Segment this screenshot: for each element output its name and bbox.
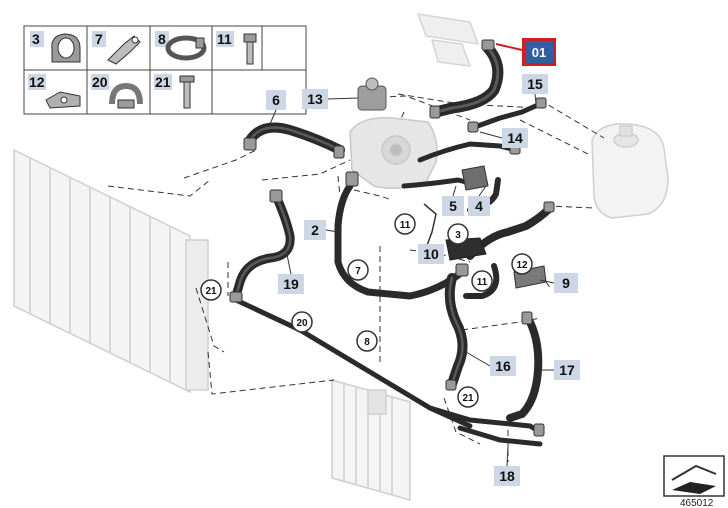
svg-text:8: 8 <box>364 337 370 348</box>
svg-text:5: 5 <box>449 198 457 214</box>
radiator-aux <box>331 379 411 501</box>
callout-2: 2 <box>304 220 326 240</box>
water-pump-ghost <box>349 117 438 189</box>
svg-text:20: 20 <box>296 318 308 329</box>
square-callouts: 13 6 15 14 5 4 2 10 9 19 16 17 18 <box>266 74 580 486</box>
svg-text:11: 11 <box>477 277 488 288</box>
svg-text:12: 12 <box>516 260 528 271</box>
callout-13: 13 <box>302 89 328 109</box>
upper-ghost-pipe <box>416 13 480 67</box>
callout-10: 10 <box>418 244 444 264</box>
callout-16: 16 <box>490 356 516 376</box>
callout-9: 9 <box>554 273 578 293</box>
circle-callout-8: 8 <box>356 330 378 352</box>
expansion-tank <box>591 123 669 219</box>
svg-text:14: 14 <box>507 130 523 146</box>
callout-5: 5 <box>442 196 464 216</box>
svg-text:21: 21 <box>462 393 474 404</box>
circle-callout-20: 20 <box>291 311 313 333</box>
callout-14: 14 <box>502 128 528 148</box>
circle-callout-11b: 11 <box>471 270 493 292</box>
svg-text:13: 13 <box>307 91 323 107</box>
bracket-10 <box>423 203 437 249</box>
svg-text:2: 2 <box>311 222 319 238</box>
circle-callout-12: 12 <box>511 253 533 275</box>
circle-callout-11a: 11 <box>394 213 416 235</box>
circle-callout-7: 7 <box>347 259 369 281</box>
legend-cell-21-label: 21 <box>155 74 171 90</box>
clamps <box>229 39 555 437</box>
highlight-callout-01[interactable]: 01 <box>495 38 556 66</box>
legend-cell-7-label: 7 <box>95 31 103 47</box>
svg-text:3: 3 <box>455 230 461 241</box>
legend-cell-20: 20 <box>91 74 143 109</box>
radiator-left <box>13 148 209 394</box>
circle-callouts: 11 3 7 12 11 21 20 8 21 <box>200 213 533 408</box>
svg-text:15: 15 <box>527 76 543 92</box>
svg-text:11: 11 <box>400 220 411 231</box>
callout-15: 15 <box>522 74 548 94</box>
legend-cell-21: 21 <box>154 74 195 109</box>
svg-text:18: 18 <box>499 468 515 484</box>
legend-cell-8-label: 8 <box>158 31 166 47</box>
callout-17: 17 <box>554 360 580 380</box>
svg-text:6: 6 <box>272 92 280 108</box>
legend-cell-12: 12 <box>28 74 81 109</box>
legend-cell-20-label: 20 <box>92 74 108 90</box>
circle-callout-3: 3 <box>447 223 469 245</box>
svg-text:21: 21 <box>205 286 217 297</box>
svg-text:10: 10 <box>423 246 439 262</box>
sensor-13 <box>357 77 387 111</box>
svg-text:4: 4 <box>475 198 483 214</box>
legend-grid: 3 7 8 11 12 <box>23 25 307 115</box>
callout-leaders <box>269 93 555 467</box>
callout-6: 6 <box>266 90 286 110</box>
legend-cell-11: 11 <box>216 31 257 65</box>
legend-cell-3-label: 3 <box>32 31 40 47</box>
part-5-sensor <box>461 165 489 191</box>
legend-cell-7: 7 <box>92 31 141 65</box>
callout-4: 4 <box>468 196 490 216</box>
circle-callout-21b: 21 <box>457 386 479 408</box>
legend-cell-12-label: 12 <box>29 74 45 90</box>
svg-text:19: 19 <box>283 276 299 292</box>
corner-code: 465012 <box>680 498 714 508</box>
svg-text:7: 7 <box>355 266 361 277</box>
callout-19: 19 <box>278 274 304 294</box>
svg-text:17: 17 <box>559 362 575 378</box>
corner-symbol: 465012 <box>663 455 725 508</box>
callout-18: 18 <box>494 466 520 486</box>
svg-text:9: 9 <box>562 275 570 291</box>
svg-text:16: 16 <box>495 358 511 374</box>
highlight-callout-label: 01 <box>532 45 546 60</box>
legend-cell-3: 3 <box>30 31 81 63</box>
legend-cell-8: 8 <box>155 31 207 61</box>
legend-cell-11-label: 11 <box>217 31 232 47</box>
circle-callout-21a: 21 <box>200 279 222 301</box>
